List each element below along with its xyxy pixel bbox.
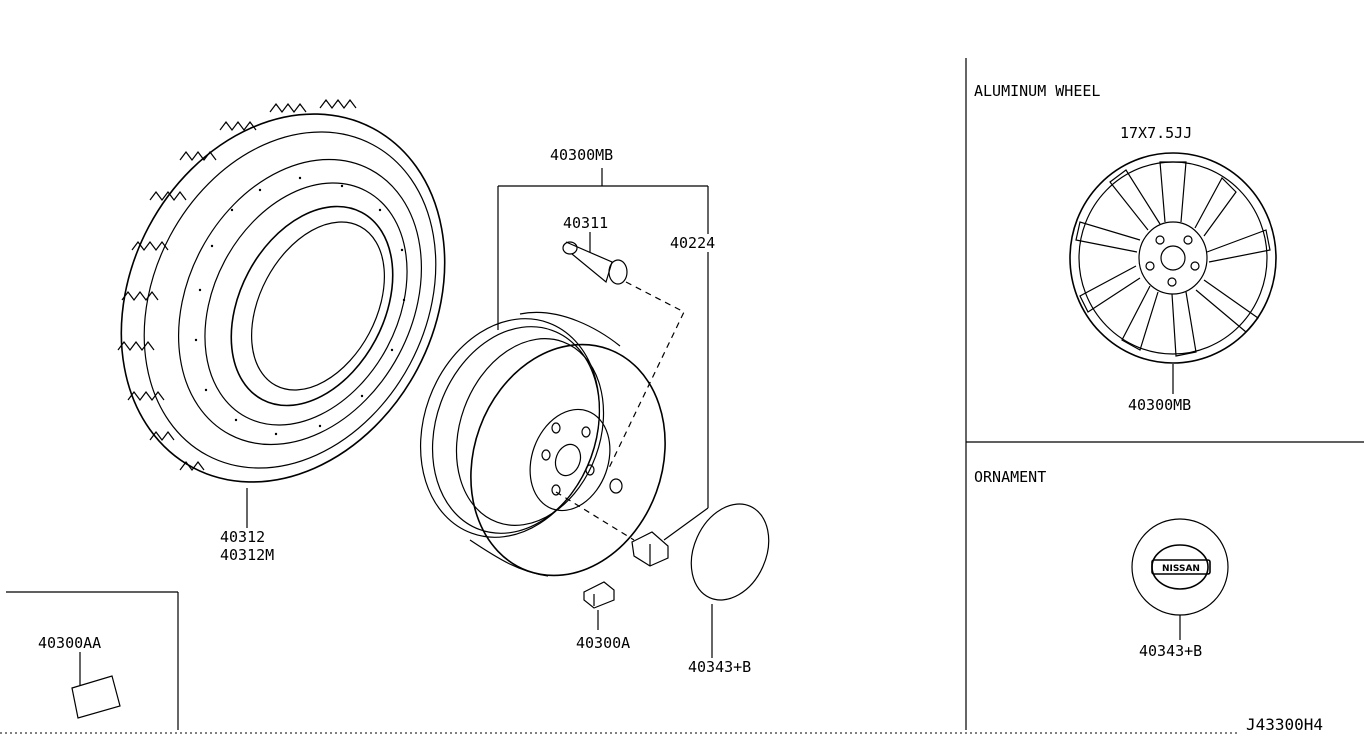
wheel-assembly-label[interactable]: 40300MB — [550, 146, 613, 164]
valve-drawing — [562, 241, 628, 285]
ornament-part[interactable]: 40343+B — [1139, 642, 1202, 660]
ornament-drawing: NISSAN — [1131, 518, 1229, 616]
alt-weight-drawing — [71, 675, 121, 719]
wheel-assembly-bracket — [497, 168, 709, 541]
alt-weight-label[interactable]: 40300AA — [38, 634, 101, 652]
tire-part-label[interactable]: 40312 — [220, 528, 265, 546]
nut-guide-line — [555, 491, 635, 541]
tire-alt-part-label[interactable]: 40312M — [220, 546, 274, 564]
nissan-logo-text: NISSAN — [1162, 564, 1200, 574]
balance-weight-label[interactable]: 40300A — [576, 634, 630, 652]
steel-wheel-drawing — [419, 311, 666, 577]
wheel-nut-drawing — [631, 531, 669, 567]
ornament-heading: ORNAMENT — [974, 468, 1046, 486]
center-cap-drawing — [690, 503, 770, 601]
panel-dividers — [0, 58, 1364, 734]
drawing-code: J43300H4 — [1246, 715, 1323, 734]
valve-label[interactable]: 40311 — [563, 214, 608, 232]
tire-drawing — [117, 99, 446, 483]
center-cap-label[interactable]: 40343+B — [688, 658, 751, 676]
nut-label[interactable]: 40224 — [670, 234, 715, 252]
valve-guide-line — [607, 281, 685, 471]
aluminum-wheel-part[interactable]: 40300MB — [1128, 396, 1191, 414]
aluminum-wheel-size: 17X7.5JJ — [1120, 124, 1192, 142]
balance-weight-drawing — [583, 581, 615, 609]
aluminum-wheel-drawing — [1069, 152, 1277, 364]
aluminum-wheel-heading: ALUMINUM WHEEL — [974, 82, 1100, 100]
